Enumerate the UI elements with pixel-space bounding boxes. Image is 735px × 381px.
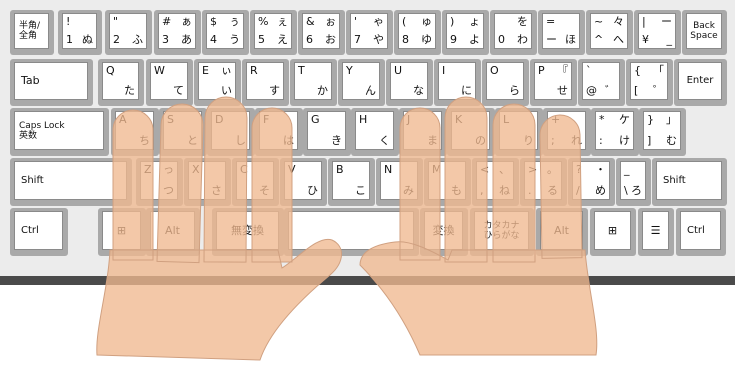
right-hand-illustration xyxy=(360,97,597,355)
left-hand-illustration xyxy=(97,97,342,360)
